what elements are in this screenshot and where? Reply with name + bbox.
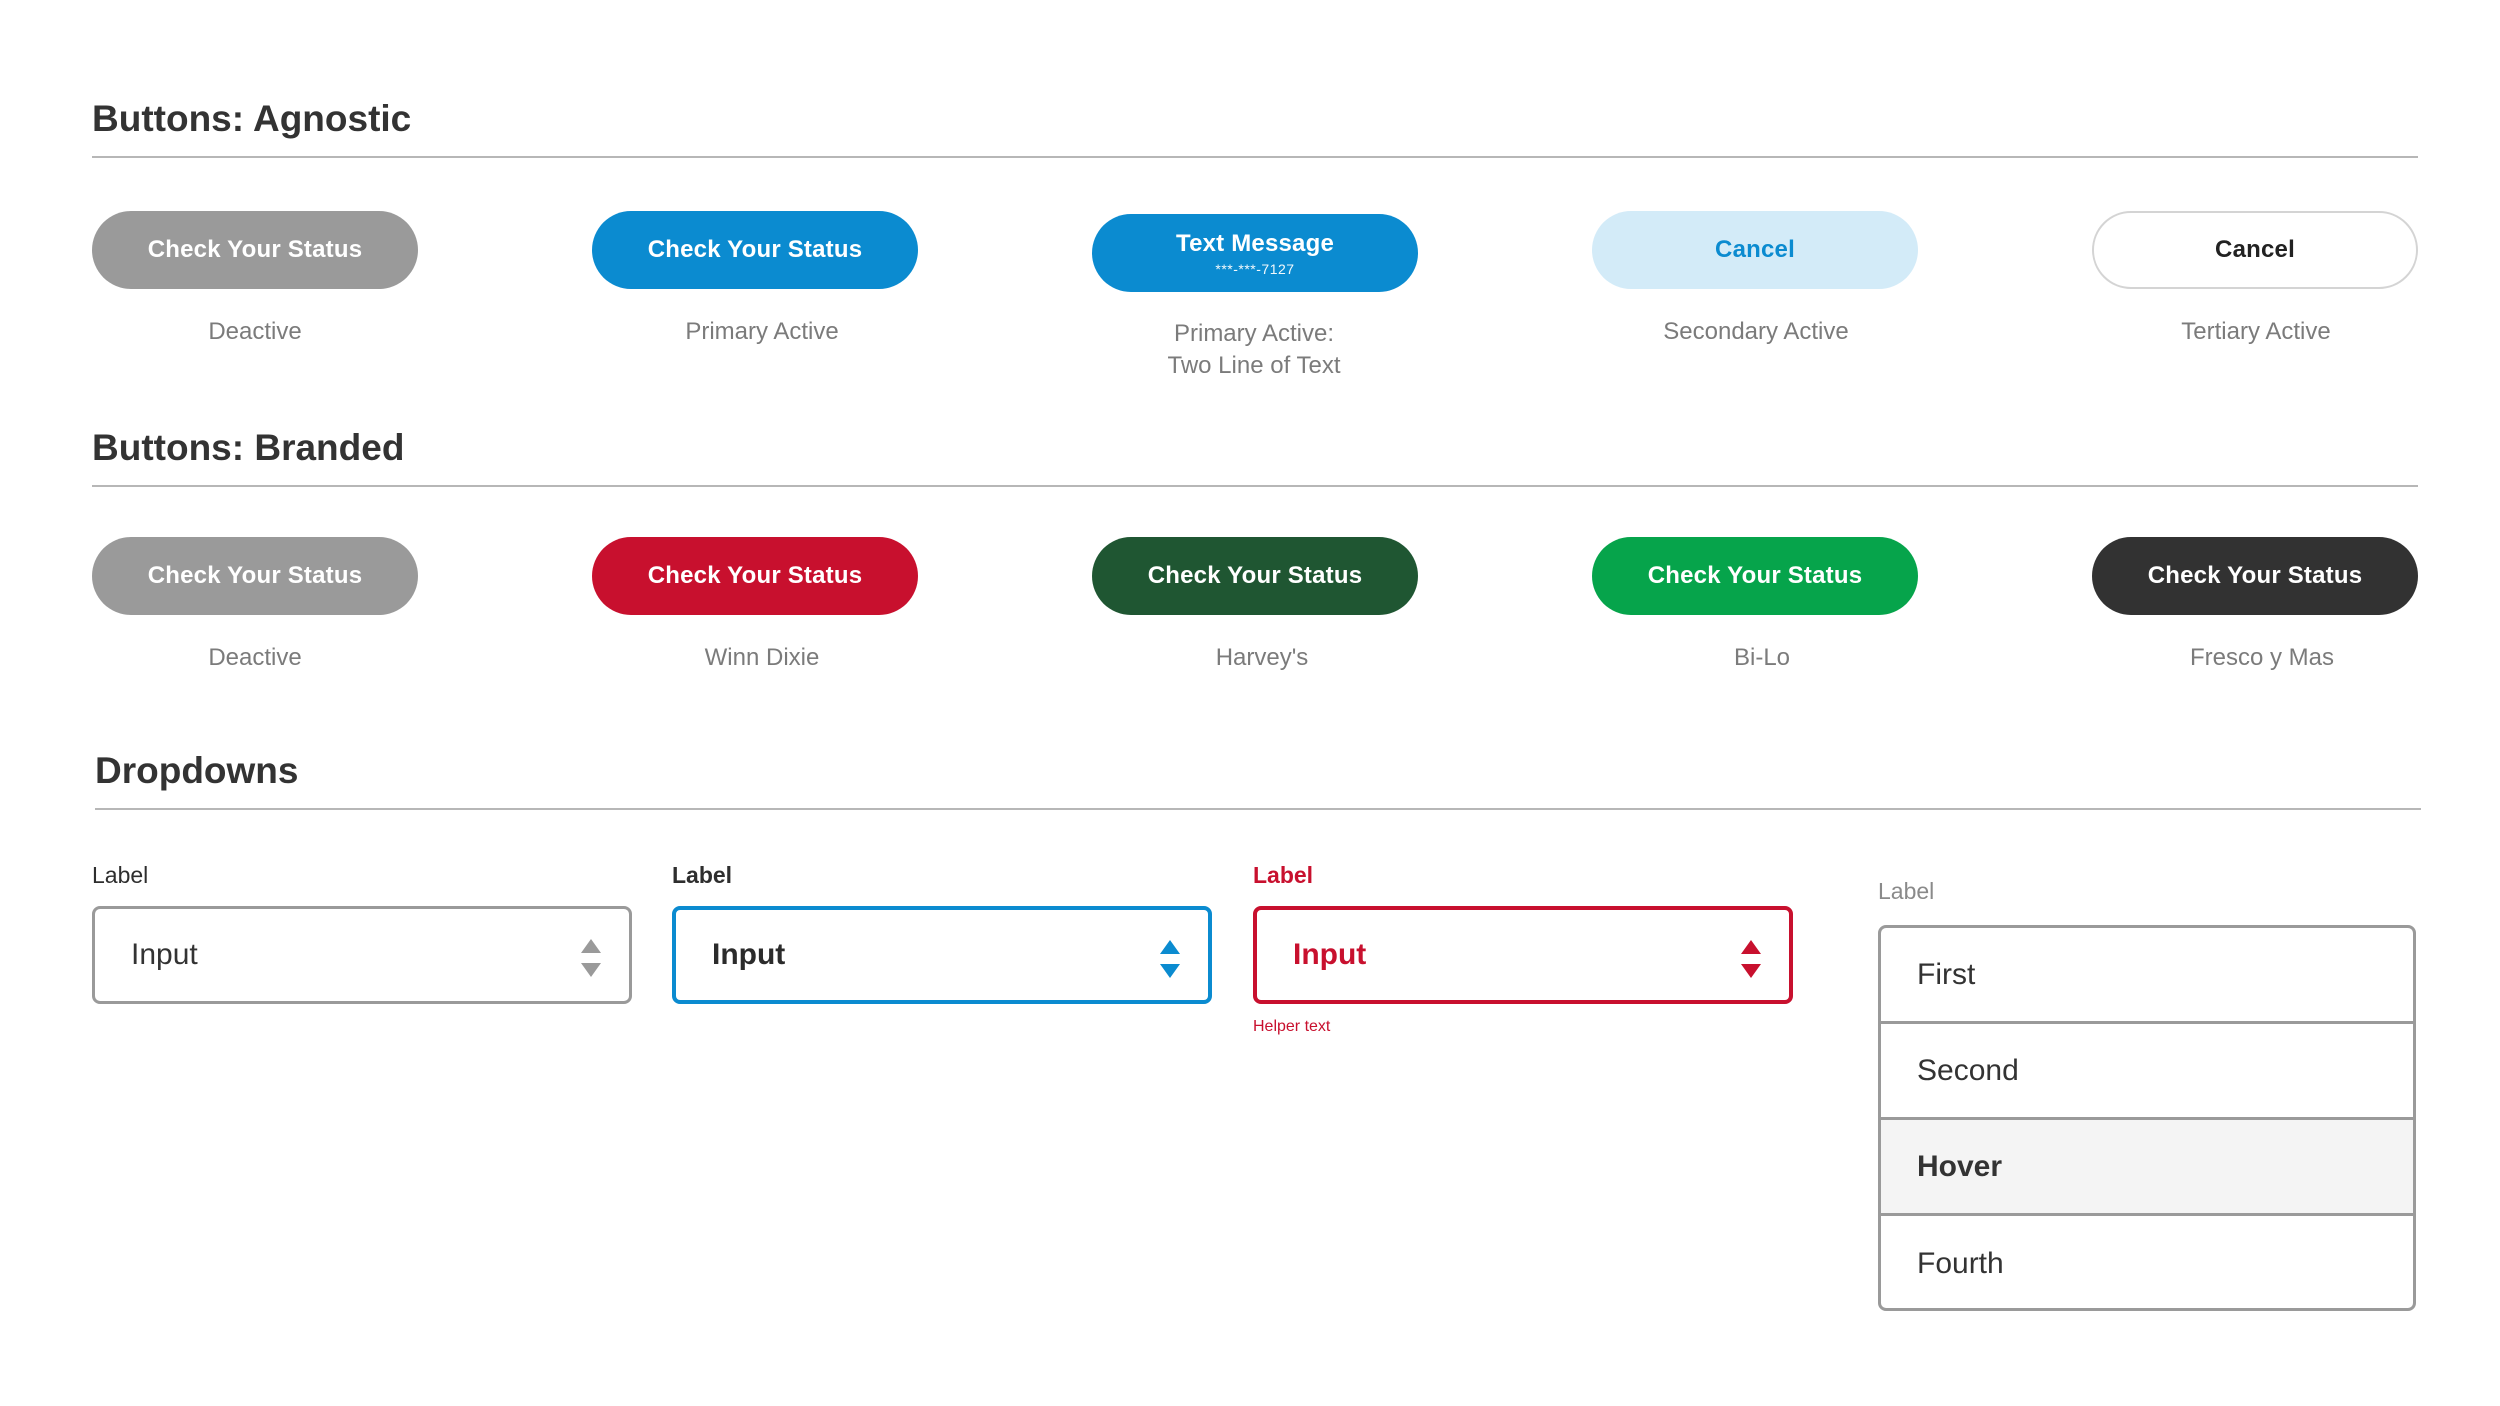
section-divider xyxy=(92,485,2418,487)
button-caption: Tertiary Active xyxy=(2181,318,2331,345)
text-message-button[interactable]: Text Message ***-***-7127 xyxy=(1092,214,1418,292)
bi-lo-button[interactable]: Check Your Status xyxy=(1592,537,1918,615)
button-label: Check Your Status xyxy=(1147,562,1363,589)
button-label: Cancel xyxy=(2215,236,2295,263)
button-sublabel-phone: ***-***-7127 xyxy=(1215,260,1295,277)
fresco-y-mas-button[interactable]: Check Your Status xyxy=(2092,537,2418,615)
button-caption: Primary Active: Two Line of Text xyxy=(1074,318,1434,382)
button-label: Check Your Status xyxy=(647,562,863,589)
dropdown-default[interactable]: Input xyxy=(92,906,632,1004)
menu-item-fourth[interactable]: Fourth xyxy=(1917,1247,2004,1280)
section-divider xyxy=(92,156,2418,158)
dropdown-value: Input xyxy=(712,938,786,971)
button-caption: Harvey's xyxy=(1215,644,1309,671)
sort-arrows-icon xyxy=(1741,940,1761,978)
dropdown-label: Label xyxy=(672,862,733,888)
button-label: Cancel xyxy=(1715,236,1795,263)
dropdown-value: Input xyxy=(1293,938,1367,971)
branded-deactive-button[interactable]: Check Your Status xyxy=(92,537,418,615)
dropdown-value: Input xyxy=(131,938,198,971)
section-title-agnostic: Buttons: Agnostic xyxy=(92,98,412,139)
sort-arrows-icon xyxy=(581,939,601,977)
section-title-branded: Buttons: Branded xyxy=(92,427,405,468)
sort-arrows-icon xyxy=(1160,940,1180,978)
tertiary-cancel-button[interactable]: Cancel xyxy=(2092,211,2418,289)
button-caption: Winn Dixie xyxy=(704,644,820,671)
caption-line: Primary Active: xyxy=(1173,320,1335,347)
menu-item-second[interactable]: Second xyxy=(1881,1024,2413,1120)
winn-dixie-button[interactable]: Check Your Status xyxy=(592,537,918,615)
button-caption: Deactive xyxy=(208,644,302,671)
dropdown-label: Label xyxy=(92,862,149,888)
button-caption: Deactive xyxy=(208,318,302,345)
button-label: Check Your Status xyxy=(147,562,363,589)
button-label: Check Your Status xyxy=(147,236,363,263)
dropdown-open-menu: First Second Hover Fourth xyxy=(1878,925,2416,1311)
menu-item-first[interactable]: First xyxy=(1881,928,2413,1024)
button-label: Text Message xyxy=(1175,229,1335,257)
section-divider xyxy=(95,808,2421,810)
dropdown-label: Label xyxy=(1253,862,1314,888)
harveys-button[interactable]: Check Your Status xyxy=(1092,537,1418,615)
dropdown-label: Label xyxy=(1878,878,1935,904)
button-label: Check Your Status xyxy=(1647,562,1863,589)
button-caption: Fresco y Mas xyxy=(2189,644,2335,671)
agnostic-primary-button[interactable]: Check Your Status xyxy=(592,211,918,289)
section-title-dropdowns: Dropdowns xyxy=(95,750,299,791)
dropdown-error[interactable]: Input xyxy=(1253,906,1793,1004)
menu-item-hover[interactable]: Hover xyxy=(1881,1120,2413,1216)
secondary-cancel-button[interactable]: Cancel xyxy=(1592,211,1918,289)
button-caption: Bi-Lo xyxy=(1733,644,1791,671)
button-caption: Primary Active xyxy=(685,318,839,345)
agnostic-deactive-button[interactable]: Check Your Status xyxy=(92,211,418,289)
button-caption: Secondary Active xyxy=(1663,318,1849,345)
button-label: Check Your Status xyxy=(2147,562,2363,589)
dropdown-focused[interactable]: Input xyxy=(672,906,1212,1004)
helper-text: Helper text xyxy=(1253,1018,1331,1035)
button-label: Check Your Status xyxy=(647,236,863,263)
caption-line: Two Line of Text xyxy=(1167,352,1341,379)
